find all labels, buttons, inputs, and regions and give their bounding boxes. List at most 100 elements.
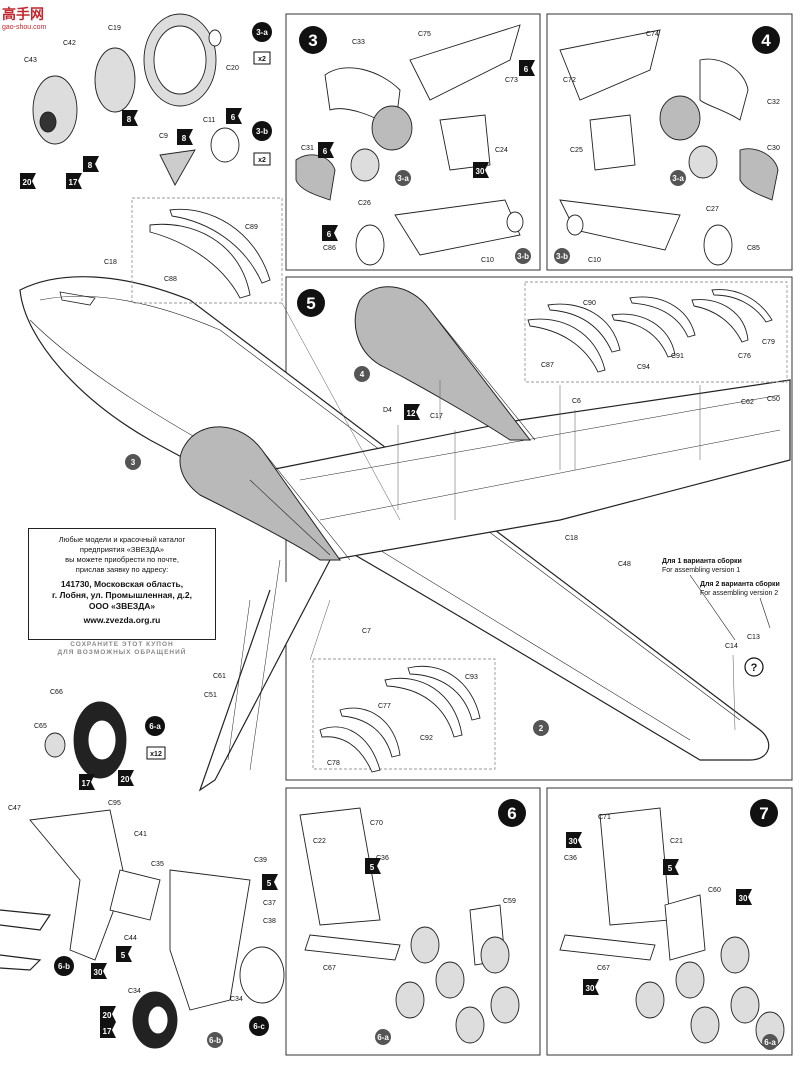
svg-text:7: 7: [759, 804, 768, 823]
part-label-c21: C21: [670, 838, 683, 845]
subassembly-3a: 3-a: [252, 22, 272, 42]
part-label-c32: C32: [767, 99, 780, 106]
svg-text:30: 30: [476, 167, 485, 176]
part-label-c41: C41: [134, 831, 147, 838]
part-label-c33: C33: [352, 39, 365, 46]
paint-tag: 20: [100, 1006, 116, 1022]
coupon-line-2: ДЛЯ ВОЗМОЖНЫХ ОБРАЩЕНИЙ: [57, 649, 187, 656]
step-number-7: 7: [750, 799, 778, 827]
paint-tag: 6: [318, 142, 334, 158]
part-label-c60: C60: [708, 887, 721, 894]
step-number-3: 3: [299, 26, 327, 54]
coupon-line-1: СОХРАНИТЕ ЭТОТ КУПОН: [70, 641, 174, 648]
paint-tag: 8: [83, 156, 99, 172]
svg-text:x2: x2: [258, 157, 266, 164]
part-label-c70: C70: [370, 820, 383, 827]
svg-text:6-a: 6-a: [377, 1033, 389, 1042]
step-number-5: 5: [297, 289, 325, 317]
part-label-c18b: C18: [565, 535, 578, 542]
svg-text:3-a: 3-a: [256, 28, 268, 37]
version-2-ru: Для 2 варианта сборки: [700, 580, 780, 588]
svg-text:5: 5: [370, 863, 375, 872]
svg-text:6: 6: [327, 230, 332, 239]
paint-tag: 17: [100, 1022, 116, 1038]
part-label-c39: C39: [254, 857, 267, 864]
paint-tag: 6: [226, 108, 242, 124]
part-label-c35: C35: [151, 861, 164, 868]
svg-text:30: 30: [739, 894, 748, 903]
watermark-title: 高手网: [2, 6, 44, 22]
step-number-4: 4: [752, 26, 780, 54]
paint-tag: 5: [663, 859, 679, 875]
part-label-c47: C47: [8, 805, 21, 812]
svg-text:20: 20: [23, 178, 32, 187]
part-label-c6: C6: [572, 398, 581, 405]
part-label-c88: C88: [164, 276, 177, 283]
part-label-c61: C61: [213, 673, 226, 680]
engine-nacelle-4: [354, 286, 536, 441]
engine-fan-parts: [32, 13, 240, 186]
part-label-c92: C92: [420, 735, 433, 742]
version-2-en: For assembling version 2: [700, 590, 778, 597]
part-label-c9: C9: [159, 133, 168, 140]
aircraft-fuselage-drawing: [0, 276, 791, 971]
watermark-url: gao-shou.com: [2, 24, 47, 31]
svg-text:4: 4: [360, 370, 365, 379]
address-line-3: ООО «ЗВЕЗДА»: [88, 601, 156, 611]
paint-tag: 17: [66, 173, 82, 189]
svg-text:12: 12: [407, 409, 416, 418]
step-6-panel: [285, 787, 541, 1056]
svg-text:3-b: 3-b: [256, 127, 268, 136]
svg-text:x12: x12: [150, 751, 162, 758]
part-label-c10a: C10: [481, 257, 494, 264]
svg-text:30: 30: [569, 837, 578, 846]
part-label-c34b: C34: [230, 996, 243, 1003]
part-label-c31: C31: [301, 145, 314, 152]
part-labels: C19 C20 C42 C43 C9 C11 C33 C75 C73 C31 C…: [8, 25, 780, 1003]
svg-text:3-b: 3-b: [517, 252, 529, 261]
part-label-c50: C50: [767, 396, 780, 403]
svg-text:3: 3: [308, 31, 317, 50]
version-1-ru: Для 1 варианта сборки: [662, 557, 742, 565]
paint-tag: 6: [519, 60, 535, 76]
svg-text:5: 5: [121, 951, 126, 960]
subassembly-3b: 3-b: [252, 121, 272, 141]
part-label-c67b: C67: [597, 965, 610, 972]
part-label-c38: C38: [263, 918, 276, 925]
paint-tag: 30: [736, 889, 752, 905]
paint-tag: 5: [262, 874, 278, 890]
part-label-c42: C42: [63, 40, 76, 47]
subassembly-3b-ref-step4: 3-b: [554, 248, 570, 264]
landing-gear-parts: [29, 701, 785, 1049]
svg-text:30: 30: [94, 968, 103, 977]
version-1-en: For assembling version 1: [662, 567, 740, 574]
info-line-3: вы можете приобрести по почте,: [65, 555, 179, 564]
part-label-c44: C44: [124, 935, 137, 942]
assembly-ref-2: 2: [533, 720, 549, 736]
part-label-c77: C77: [378, 703, 391, 710]
part-label-c91: C91: [671, 353, 684, 360]
part-label-c67a: C67: [323, 965, 336, 972]
step-3-panel: [285, 13, 541, 271]
assembly-ref-4: 4: [354, 366, 370, 382]
svg-text:17: 17: [82, 779, 91, 788]
part-label-c72: C72: [563, 77, 576, 84]
part-label-c11: C11: [203, 117, 215, 124]
step-7-panel: [546, 787, 793, 1056]
part-label-c59: C59: [503, 898, 516, 905]
part-label-c76: C76: [738, 353, 751, 360]
paint-color-tags: 8 8 17 20 8 6 6 6 30 6 12 5 17 20 30 5 5…: [20, 60, 752, 1038]
multiplier-x2-fan: x2: [253, 51, 271, 65]
step-3-parts: [295, 24, 524, 266]
part-label-c71: C71: [598, 814, 611, 821]
part-label-c22: C22: [313, 838, 326, 845]
svg-text:8: 8: [88, 161, 93, 170]
part-label-d4: D4: [383, 407, 392, 414]
coupon-note: СОХРАНИТЕ ЭТОТ КУПОН ДЛЯ ВОЗМОЖНЫХ ОБРАЩ…: [28, 641, 216, 657]
subassembly-6a-ref-step7: 6-a: [762, 1034, 778, 1050]
step-number-6: 6: [498, 799, 526, 827]
part-label-c14: C14: [725, 643, 738, 650]
paint-tag: 30: [473, 162, 489, 178]
part-label-c26: C26: [358, 200, 371, 207]
